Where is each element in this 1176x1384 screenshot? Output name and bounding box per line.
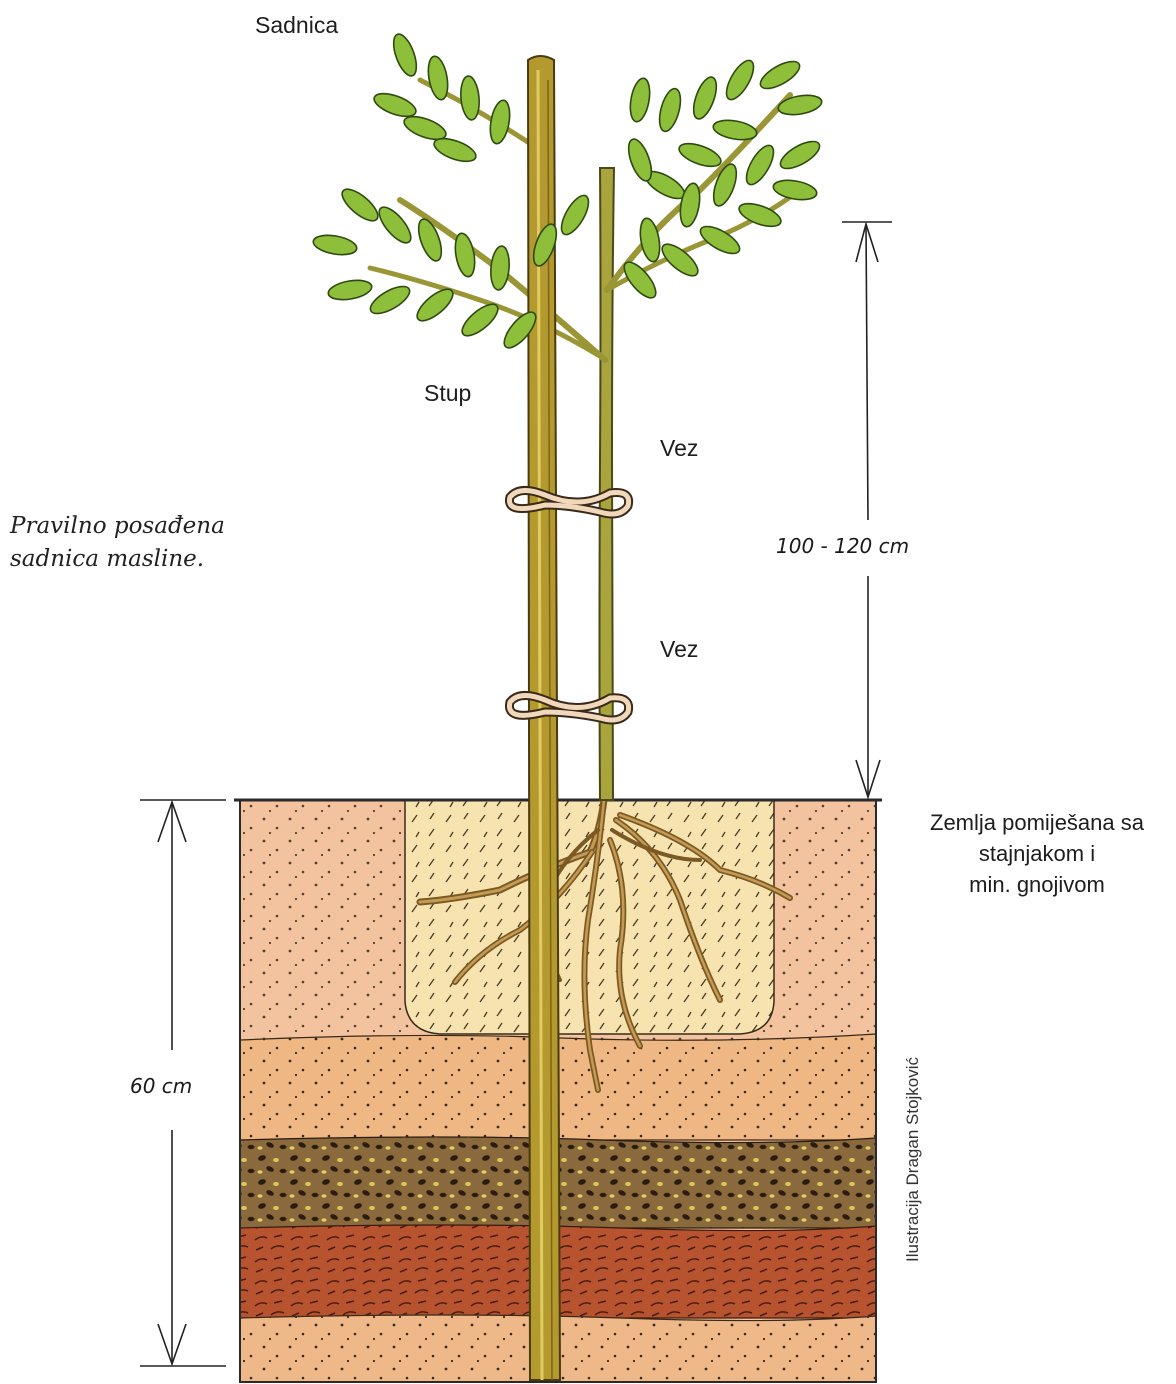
- soil-note-line-1: Zemlja pomiješana sa: [902, 808, 1172, 839]
- tie-lower-label: Vez: [660, 636, 698, 662]
- stake-label: Stup: [424, 380, 471, 406]
- caption-line-1: Pravilno posađena: [10, 510, 225, 543]
- seedling-label: Sadnica: [255, 12, 338, 38]
- soil-note-line-3: min. gnojivom: [902, 870, 1172, 901]
- seedling-trunk: [370, 80, 800, 800]
- figure-caption: Pravilno posađena sadnica masline.: [10, 510, 225, 577]
- tie-upper-label: Vez: [660, 435, 698, 461]
- soil-mix-note: Zemlja pomiješana sa stajnjakom i min. g…: [902, 808, 1172, 900]
- dimension-above-ground: [842, 222, 892, 797]
- caption-line-2: sadnica masline.: [10, 543, 225, 576]
- leaves: [312, 31, 824, 352]
- above-ground-dimension-label: 100 - 120 cm: [776, 534, 909, 558]
- depth-dimension-label: 60 cm: [130, 1074, 192, 1098]
- illustration-credit: Ilustracija Dragan Stojković: [903, 1057, 923, 1262]
- soil-note-line-2: stajnjakom i: [902, 839, 1172, 870]
